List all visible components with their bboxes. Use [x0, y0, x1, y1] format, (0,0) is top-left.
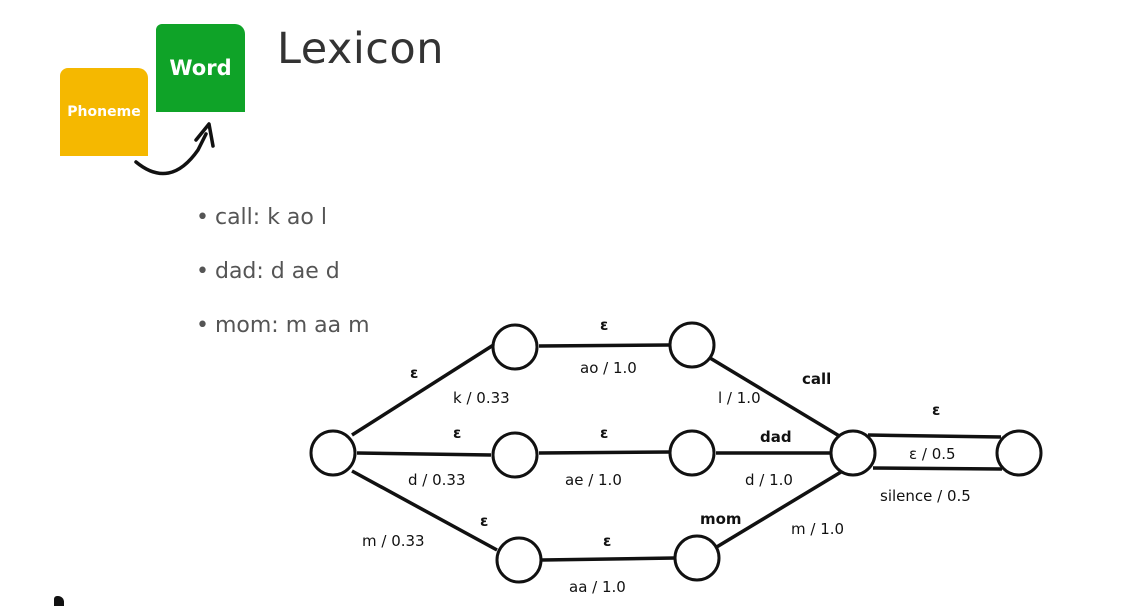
word-box: Word — [156, 24, 245, 112]
edge-label-in: l / 1.0 — [718, 389, 761, 407]
lexicon-entry-mom: mom: m aa m — [214, 313, 370, 338]
list-item: •dad: d ae d — [196, 259, 340, 284]
lexicon-list: •call: k ao l •dad: d ae d •mom: m aa m — [196, 196, 370, 358]
edge-label-in: d / 0.33 — [408, 471, 466, 489]
edge-mom — [714, 470, 842, 550]
edge-label-out: ε — [932, 401, 940, 419]
edge-label-in: ε / 0.5 — [909, 445, 956, 463]
edge-aa — [541, 556, 676, 562]
curved-arrow-icon — [134, 122, 215, 176]
edge-label-out: mom — [700, 510, 742, 528]
state-d — [491, 431, 539, 479]
corner-decoration — [54, 596, 64, 606]
edge-label-in: silence / 0.5 — [880, 487, 971, 505]
edge-final-silence — [872, 466, 1003, 471]
edge-start-m — [351, 469, 498, 552]
lexicon-entry-call: call: k ao l — [214, 205, 327, 230]
edge-ao — [538, 343, 671, 348]
edge-label-out: ε — [480, 512, 488, 530]
state-m — [495, 536, 543, 584]
state-start — [309, 429, 357, 477]
edge-label-in: d / 1.0 — [745, 471, 793, 489]
phoneme-label: Phoneme — [67, 104, 141, 120]
edge-ae — [538, 450, 671, 455]
edge-start-k — [351, 342, 496, 437]
edge-label-in: m / 1.0 — [791, 520, 844, 538]
word-label: Word — [169, 56, 232, 80]
edge-label-out: dad — [760, 428, 792, 446]
state-k — [491, 323, 539, 371]
edge-label-in: k / 0.33 — [453, 389, 510, 407]
edge-label-out: ε — [600, 424, 608, 442]
list-item: •call: k ao l — [196, 205, 327, 230]
state-ae — [668, 429, 716, 477]
edge-label-out: ε — [410, 364, 418, 382]
edge-label-in: m / 0.33 — [362, 532, 425, 550]
state-aa — [673, 534, 721, 582]
edge-call — [709, 356, 842, 439]
state-ao — [668, 321, 716, 369]
edge-start-d — [356, 451, 492, 457]
list-item: •mom: m aa m — [196, 313, 370, 338]
edge-label-out: ε — [600, 316, 608, 334]
state-final — [995, 429, 1043, 477]
edge-label-out: ε — [603, 532, 611, 550]
edge-label-out: call — [802, 370, 831, 388]
edge-label-in: aa / 1.0 — [569, 578, 626, 596]
lexicon-entry-dad: dad: d ae d — [214, 259, 340, 284]
edge-label-in: ae / 1.0 — [565, 471, 622, 489]
edge-final-epsilon — [867, 433, 1002, 439]
state-word-end — [829, 429, 877, 477]
edge-label-in: ao / 1.0 — [580, 359, 637, 377]
edge-label-out: ε — [453, 424, 461, 442]
phoneme-box: Phoneme — [60, 68, 148, 156]
page-title: Lexicon — [277, 24, 444, 74]
